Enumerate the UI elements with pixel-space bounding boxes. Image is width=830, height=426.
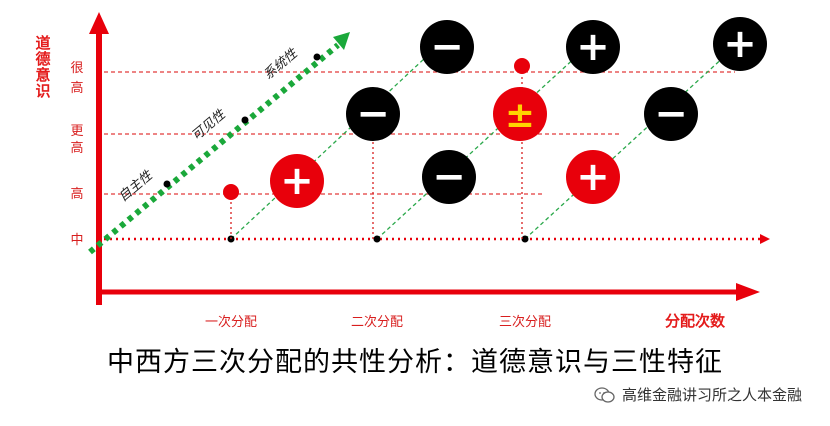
y-axis-title-char-2: 德 xyxy=(35,50,50,68)
svg-text:−: − xyxy=(432,154,466,200)
svg-text:−: − xyxy=(356,91,390,137)
svg-text:高: 高 xyxy=(70,80,83,96)
diagonal-label-systematic: 系统性 xyxy=(261,45,302,83)
svg-text:+: + xyxy=(576,154,610,200)
diagonal-dot xyxy=(241,116,249,124)
stage-dot-2 xyxy=(373,235,381,243)
x-axis-title: 分配次数 xyxy=(665,312,726,330)
y-label-high: 高 xyxy=(70,186,83,202)
diagram: 道 德 意 识 中 高 更 高 很 高 自主性 可见性 系统性 xyxy=(35,12,770,330)
point-plus-red-2: + xyxy=(566,150,620,204)
green-diagonals xyxy=(230,43,739,240)
level-marker-1 xyxy=(223,184,239,200)
svg-text:−: − xyxy=(654,91,688,137)
point-minus-black-4: − xyxy=(644,87,698,141)
svg-text:±: ± xyxy=(505,95,535,136)
point-minus-black-2: − xyxy=(346,87,400,141)
diagonal-dot xyxy=(163,180,171,188)
level-marker-3 xyxy=(514,58,530,74)
point-minus-black-3: − xyxy=(420,20,474,74)
watermark: 高维金融讲习所之人本金融 xyxy=(594,384,802,405)
svg-text:很: 很 xyxy=(70,61,83,76)
svg-text:+: + xyxy=(576,24,610,70)
y-axis-arrowhead xyxy=(89,12,109,34)
point-plus-black-1: + xyxy=(566,20,620,74)
diagonal-label-visibility: 可见性 xyxy=(189,106,230,144)
main-diagonal-arrowhead xyxy=(333,32,350,50)
y-axis-title: 道 德 意 识 xyxy=(35,34,50,100)
svg-text:高: 高 xyxy=(70,140,83,156)
main-title: 中西方三次分配的共性分析：道德意识与三性特征 xyxy=(107,347,723,378)
y-axis-title-char-3: 意 xyxy=(35,66,50,84)
y-label-higher: 更 高 xyxy=(70,124,83,156)
svg-text:更: 更 xyxy=(70,124,83,139)
y-axis-title-char-4: 识 xyxy=(35,82,50,100)
wechat-icon xyxy=(594,386,615,403)
point-minus-black-1: − xyxy=(422,150,476,204)
svg-text:−: − xyxy=(430,24,464,70)
diagonal-dot xyxy=(313,53,321,61)
point-plus-minus-red: ± xyxy=(493,87,547,141)
stems xyxy=(230,68,523,239)
point-plus-red-1: + xyxy=(270,154,324,208)
x-label-first: 一次分配 xyxy=(205,314,257,330)
y-label-very-high: 很 高 xyxy=(70,61,83,96)
x-label-third: 三次分配 xyxy=(499,314,551,330)
watermark-text: 高维金融讲习所之人本金融 xyxy=(621,386,802,404)
x-axis-arrowhead xyxy=(736,283,760,301)
point-plus-black-2: + xyxy=(713,17,767,71)
main-diagonal-arrow xyxy=(88,42,340,255)
svg-text:+: + xyxy=(723,21,757,67)
svg-text:+: + xyxy=(280,158,314,204)
y-label-mid: 中 xyxy=(70,233,83,248)
x-label-second: 二次分配 xyxy=(351,314,403,330)
y-axis-title-char-1: 道 xyxy=(35,34,50,52)
baseline-arrowhead xyxy=(760,234,770,244)
stage-dot-3 xyxy=(521,235,529,243)
